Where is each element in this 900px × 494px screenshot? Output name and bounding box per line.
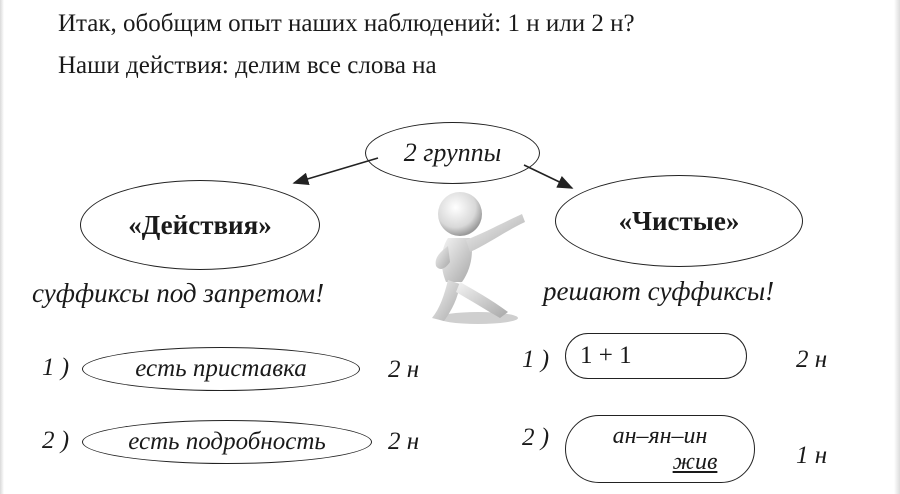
pure-item-2-text: ан–ян–ин — [612, 423, 708, 449]
header-line-1: Итак, обобщим опыт наших наблюдений: 1 н… — [58, 10, 635, 37]
pure-item-2-box: ан–ян–ин жив — [565, 415, 755, 483]
actions-item-2-box: есть подробность — [82, 420, 372, 464]
actions-item-1-box: есть приставка — [82, 347, 360, 391]
pure-item-1-text: 1 + 1 — [580, 342, 632, 369]
page-edge-left — [0, 0, 4, 494]
actions-item-2-num: 2 ) — [42, 427, 70, 454]
pure-item-2-sub: жив — [672, 449, 718, 475]
header-line-2: Наши действия: делим все слова на — [58, 52, 437, 79]
pure-item-2-num: 2 ) — [522, 424, 550, 451]
arrow-right — [523, 164, 574, 189]
pure-item-2-result: 1 н — [796, 442, 828, 469]
page-edge-right — [894, 0, 900, 494]
pure-item-1-num: 1 ) — [522, 346, 550, 373]
pure-item-1-result: 2 н — [796, 346, 828, 373]
pure-title: «Чистые» — [618, 205, 740, 236]
actions-title: «Действия» — [128, 209, 272, 240]
actions-item-1-result: 2 н — [388, 356, 420, 383]
arrow-left — [292, 157, 379, 186]
pure-rule: решают суффиксы! — [543, 276, 775, 306]
actions-item-1-num: 1 ) — [42, 354, 70, 381]
groups-label: 2 группы — [403, 138, 502, 167]
actions-ellipse: «Действия» — [80, 180, 320, 270]
actions-item-2-result: 2 н — [388, 428, 420, 455]
pure-ellipse: «Чистые» — [555, 175, 803, 267]
actions-item-1-text: есть приставка — [135, 355, 307, 382]
actions-rule: суффиксы под запретом! — [32, 278, 325, 308]
pure-item-1-box: 1 + 1 — [565, 333, 747, 379]
actions-item-2-text: есть подробность — [128, 428, 326, 455]
groups-ellipse: 2 группы — [365, 122, 540, 184]
